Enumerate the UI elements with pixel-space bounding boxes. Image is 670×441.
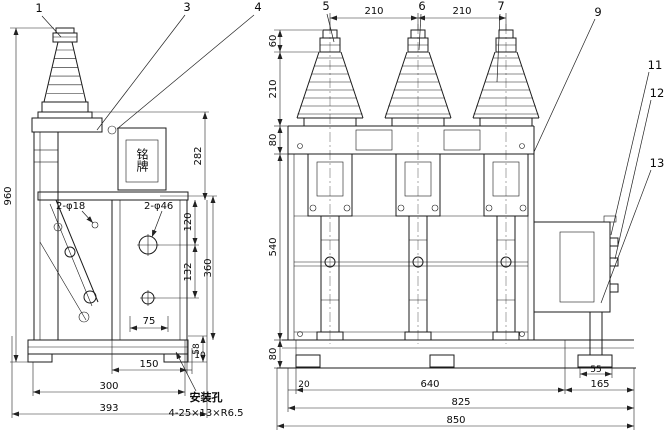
dim-55: 55 (590, 365, 601, 375)
dimension-lines (10, 13, 635, 430)
dim-210-v: 210 (268, 79, 279, 98)
dim-165: 165 (590, 379, 609, 390)
dim-850: 850 (446, 415, 465, 426)
dim-300: 300 (99, 381, 118, 392)
dim-960: 960 (3, 186, 14, 205)
dim-60: 60 (268, 35, 279, 48)
dim-210-left: 210 (364, 6, 383, 17)
dim-640: 640 (420, 379, 439, 390)
dim-825: 825 (451, 397, 470, 408)
mounting-hole-spec: 4-25×13×R6.5 (168, 408, 243, 419)
callout-9: 9 (594, 5, 601, 19)
dim-80-bottom: 80 (268, 348, 279, 361)
dim-120: 120 (183, 212, 194, 231)
dim-393: 393 (99, 403, 118, 414)
dim-10: 10 (194, 351, 206, 361)
callout-1: 1 (35, 1, 42, 15)
callout-11: 11 (648, 58, 663, 72)
dim-132: 132 (183, 262, 194, 281)
dim-80-top: 80 (268, 134, 279, 147)
side-view-geometry (27, 27, 189, 363)
dim-20: 20 (298, 380, 310, 390)
dim-540: 540 (268, 237, 279, 256)
pole-assemblies (43, 24, 540, 344)
callout-5: 5 (322, 0, 329, 13)
mounting-hole-title: 安装孔 (190, 390, 223, 404)
labels: 1 3 4 5 6 7 9 11 12 13 960 393 300 150 1… (3, 0, 664, 426)
dim-75: 75 (143, 316, 156, 327)
dim-58: 58 (192, 343, 202, 355)
callout-leaders (41, 13, 652, 304)
label-holes-46: 2-φ46 (144, 201, 173, 212)
callout-4: 4 (254, 0, 261, 14)
label-holes-18: 2-φ18 (56, 201, 85, 212)
dim-360: 360 (203, 258, 214, 277)
callout-6: 6 (418, 0, 425, 13)
dim-210-right: 210 (452, 6, 471, 17)
callout-7: 7 (497, 0, 504, 13)
dim-282: 282 (193, 146, 204, 165)
dim-150: 150 (139, 359, 158, 370)
callout-12: 12 (650, 86, 665, 100)
callout-3: 3 (183, 0, 190, 14)
nameplate-text: 铭牌 (135, 147, 149, 172)
callout-13: 13 (650, 156, 665, 170)
